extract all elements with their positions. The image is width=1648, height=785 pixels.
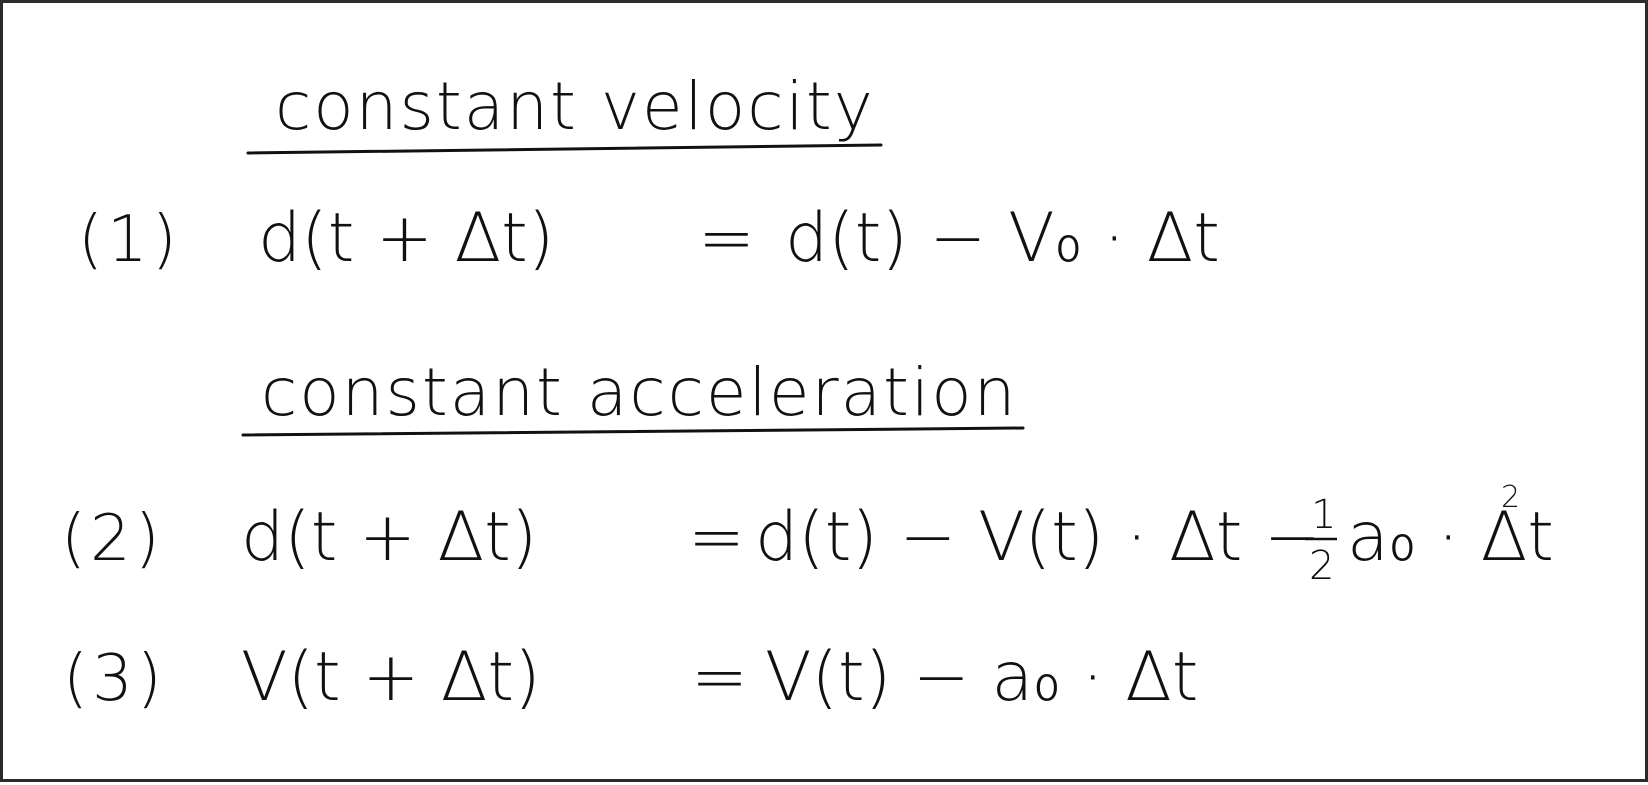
equation-number-3: (3) — [63, 642, 166, 716]
heading-constant-velocity: constant velocity — [275, 68, 875, 145]
equation-2-lhs: d(t + Δt) — [241, 498, 537, 577]
equation-3-lhs: V(t + Δt) — [241, 638, 541, 717]
equation-3-rhs: V(t) − a₀ · Δt — [765, 638, 1198, 717]
heading-underline-velocity — [246, 143, 883, 155]
heading-underline-acceleration — [241, 426, 1025, 437]
handwritten-equations: constant velocity (1) d(t + Δt) = d(t) −… — [61, 68, 1554, 717]
equation-number-1: (1) — [78, 203, 181, 277]
equation-1-rhs: d(t) − V₀ · Δt — [785, 199, 1220, 278]
equation-1-equals: = — [698, 199, 755, 278]
equation-2-rhs-main: d(t) − V(t) · Δt − — [755, 498, 1321, 577]
equation-2-rhs-tail: a₀ · Δt — [1347, 498, 1554, 577]
equation-1-lhs: d(t + Δt) — [258, 199, 554, 278]
equation-2-fraction-denominator: 2 — [1309, 543, 1334, 589]
equation-number-2: (2) — [61, 502, 164, 576]
equation-2-fraction-numerator: 1 — [1311, 492, 1336, 538]
equation-2-equals: = — [688, 498, 745, 577]
heading-constant-acceleration: constant acceleration — [261, 354, 1017, 431]
equation-2-exponent: 2 — [1501, 480, 1520, 515]
equation-3-equals: = — [691, 638, 748, 717]
